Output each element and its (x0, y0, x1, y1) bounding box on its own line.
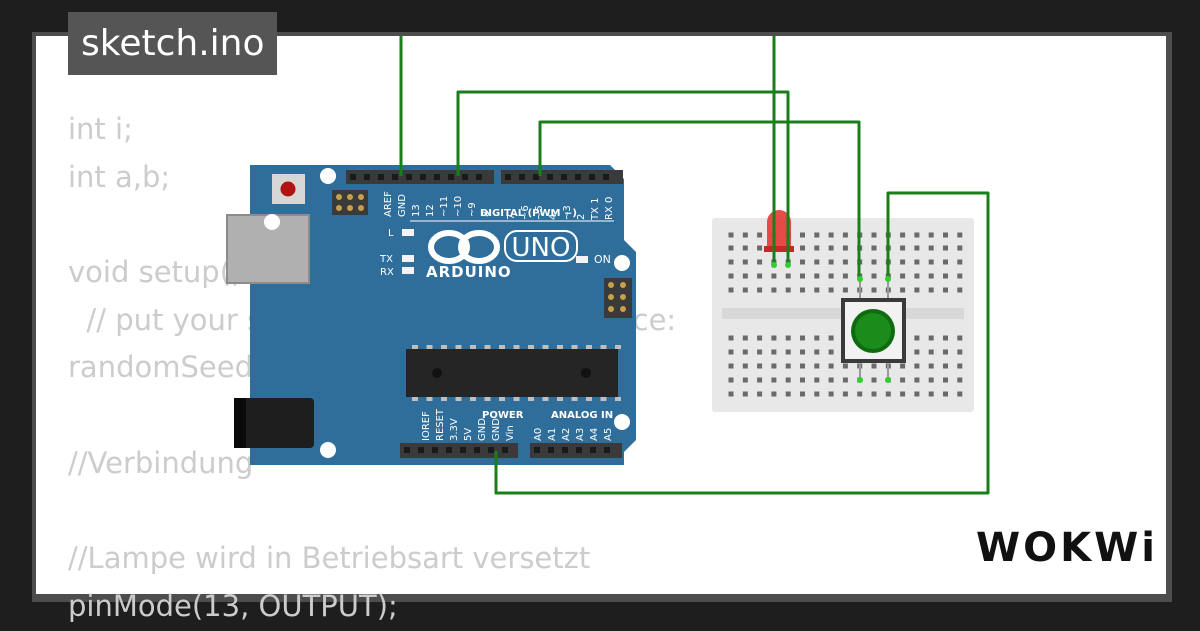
pin-label: RESET (435, 408, 446, 441)
board-model: UNO (512, 233, 571, 263)
code-line: pinMode(13, OUTPUT); (68, 588, 398, 623)
analog-label: ANALOG IN (551, 410, 613, 421)
pin-label: 4 (548, 214, 559, 220)
power-header (400, 443, 518, 458)
pin-label: ~3 (562, 205, 573, 220)
pin-label: 5V (463, 428, 474, 441)
wire-button-gnd (494, 191, 990, 495)
code-line: int i; (68, 112, 133, 146)
pin-label: GND (491, 418, 502, 441)
uno-badge (504, 230, 578, 262)
board-logo-text: ARDUINO (426, 263, 512, 281)
wire-pin10-led (456, 90, 790, 265)
wires (399, 36, 990, 495)
push-button[interactable] (841, 280, 906, 380)
led-label-tx: TX (379, 254, 393, 265)
code-line: int a,b; (68, 159, 171, 194)
pin-label: ~9 (467, 202, 478, 217)
chip-legs (412, 345, 621, 401)
pin-label: 8 (481, 211, 492, 217)
filename-tab: sketch.ino (68, 12, 278, 75)
pin-label: 2 (576, 214, 587, 220)
pin-label: IOREF (421, 411, 432, 441)
pin-label: ~5 (534, 205, 545, 220)
pin-label: A3 (575, 428, 586, 441)
pin-label: A2 (561, 428, 572, 441)
pin-label: 3.3V (449, 418, 460, 441)
pin-label: GND (397, 194, 408, 217)
header-pins (336, 174, 626, 453)
pin-label: 7 (506, 214, 517, 220)
pin-label: 12 (425, 204, 436, 217)
pin-label: GND (477, 418, 488, 441)
wokwi-logo: WOKWi (976, 525, 1158, 571)
pin-label: RX 0 (604, 197, 615, 220)
power-label: POWER (482, 410, 524, 421)
pin-label: A4 (589, 428, 600, 441)
pin-label: TX 1 (590, 198, 601, 222)
pin-label: ~10 (453, 196, 464, 217)
pin-label: A1 (547, 428, 558, 441)
pin-label: A0 (533, 428, 544, 441)
wire-pin5-button (538, 120, 861, 279)
code-line: //Verbindung (68, 445, 254, 480)
arduino-logo-icon (428, 230, 500, 264)
pin-label: ~11 (439, 196, 450, 217)
pin-label: ~6 (520, 205, 531, 220)
connection-dots (771, 262, 891, 383)
dc-jack (234, 398, 314, 448)
code-line: //Lampe wird in Betriebsart versetzt (68, 541, 591, 576)
pin-label: Vin (505, 425, 516, 441)
digital-header-label: DIGITAL (PWM ~) (480, 208, 577, 219)
pin-label: AREF (383, 191, 394, 217)
arduino-uno-board[interactable]: UNO ARDUINO DIGITAL (PWM ~) POWER ANALOG… (226, 165, 636, 465)
pin-label: A5 (603, 428, 614, 441)
led-label-l: L (388, 228, 394, 239)
led-label-rx: RX (380, 267, 394, 278)
breadboard-holes (728, 232, 963, 397)
pin-label: 13 (411, 204, 422, 217)
led-label-on: ON (594, 253, 611, 266)
